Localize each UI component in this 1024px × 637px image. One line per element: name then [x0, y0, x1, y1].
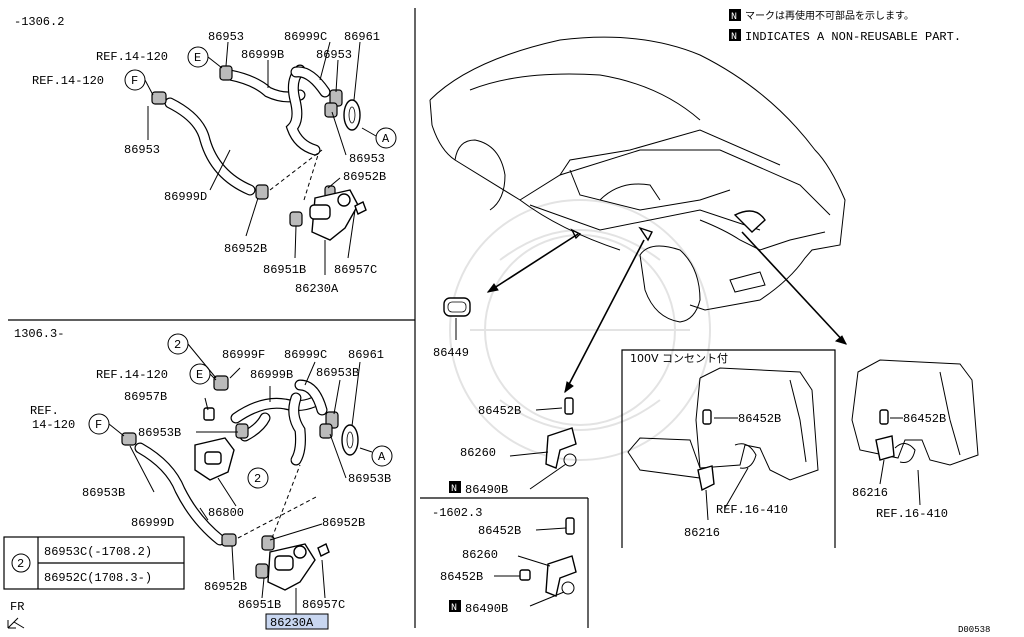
valve-86230a-bottom	[255, 543, 330, 591]
label-p86999d: 86999D	[131, 516, 174, 530]
label-p86957b: 86957B	[124, 390, 167, 404]
label-p86961: 86961	[344, 30, 380, 44]
legend-row-1: 86953C(-1708.2)	[44, 545, 152, 559]
label-p86490b_a: 86490B	[465, 483, 508, 497]
label-p86452b_b: 86452B	[478, 524, 521, 538]
label-ref16_b: REF.16-410	[876, 507, 948, 521]
valve-86800	[194, 407, 235, 481]
unit-standard: 86452B 86216 REF.16-410	[851, 359, 979, 521]
label-p86452b_e: 86452B	[903, 412, 946, 426]
section-header-bottom: 1306.3-	[14, 327, 64, 341]
section-bottom-left: 1306.3-	[7, 327, 393, 630]
label-p86953_a: 86953	[208, 30, 244, 44]
label-p86952b_a: 86952B	[343, 170, 386, 184]
label-p86230a: 86230A	[270, 616, 314, 630]
diagram-code: D00538	[958, 625, 990, 635]
label-ref_f: REF.14-120	[32, 74, 104, 88]
grommet-86961	[343, 99, 361, 131]
label-marker: N	[451, 484, 457, 495]
label-marker: N	[451, 603, 457, 614]
label-p86260_b: 86260	[462, 548, 498, 562]
fr-arrow-icon	[7, 617, 25, 629]
legend-row-2: 86952C(1708.3-)	[44, 571, 152, 585]
label-a: A	[378, 450, 386, 464]
label-p86952b_a: 86952B	[322, 516, 365, 530]
bracket-group-lower: -1602.3 86452B 86260 86452B N 86490B	[432, 506, 577, 616]
label-circ2_b: 2	[254, 472, 261, 486]
label-p86230a: 86230A	[295, 282, 339, 296]
clamp-86952b-a	[255, 184, 269, 200]
watermark	[449, 199, 711, 461]
label-e: E	[196, 368, 203, 382]
label-p86957c: 86957C	[334, 263, 377, 277]
ref-circle-a-bottom	[371, 445, 393, 467]
label-inset_header: -1602.3	[432, 506, 482, 520]
label-p86953_d: 86953	[124, 143, 160, 157]
valve-86230a	[289, 189, 367, 241]
label-p86951b: 86951B	[263, 263, 306, 277]
pointer-arrows	[486, 231, 847, 394]
label-ref_e: REF.14-120	[96, 50, 168, 64]
label-p86800: 86800	[208, 506, 244, 520]
label-p86957c: 86957C	[302, 598, 345, 612]
label-a: A	[382, 132, 390, 146]
label-marker: N	[731, 32, 737, 43]
label-p86953_b: 86953	[316, 48, 352, 62]
car-illustration	[429, 36, 846, 323]
unit-100v: 100V コンセント付 86452B 86216 REF.16-410	[627, 352, 819, 540]
label-p86452b_d: 86452B	[738, 412, 781, 426]
label-p86999c: 86999C	[284, 348, 327, 362]
note-english: INDICATES A NON-REUSABLE PART.	[745, 30, 961, 44]
label-ref_e: REF.14-120	[96, 368, 168, 382]
label-p86953b_c: 86953B	[348, 472, 391, 486]
clamp-86953-f	[151, 91, 167, 105]
label-p86260_a: 86260	[460, 446, 496, 460]
label-ref16_a: REF.16-410	[716, 503, 788, 517]
clamp-86953-lower	[324, 102, 338, 118]
label-p86452b_a: 86452B	[478, 404, 521, 418]
label-p86452b_c: 86452B	[440, 570, 483, 584]
label-f: F	[95, 418, 102, 432]
label-number: 2	[17, 557, 24, 571]
label-p86449: 86449	[433, 346, 469, 360]
label-f: F	[131, 74, 138, 88]
label-p86999f: 86999F	[222, 348, 265, 362]
label-p86216_a: 86216	[684, 526, 720, 540]
section-frames	[8, 8, 836, 628]
bracket-group-upper: 86452B 86260 N 86490B	[449, 397, 577, 497]
label-box_header: 100V コンセント付	[630, 352, 728, 365]
label-p86999d: 86999D	[164, 190, 207, 204]
label-p86952b_b: 86952B	[224, 242, 267, 256]
label-p86953b_d: 86953B	[82, 486, 125, 500]
label-p86951b: 86951B	[238, 598, 281, 612]
label-e: E	[194, 51, 201, 65]
label-ref_f_2: 14-120	[32, 418, 75, 432]
label-p86216_b: 86216	[852, 486, 888, 500]
label-p86952b_b: 86952B	[204, 580, 247, 594]
label-ref_f_1: REF.	[30, 404, 59, 418]
label-p86953_c: 86953	[349, 152, 385, 166]
highlight-86230a	[265, 613, 329, 630]
part-86449: 86449	[433, 297, 471, 360]
label-circ2_a: 2	[174, 338, 181, 352]
label-marker: N	[731, 12, 737, 23]
legend-table: 2 86953C(-1708.2) 86952C(1708.3-)	[3, 536, 185, 590]
notes: N マークは再使用不可部品を示します。 N INDICATES A NON-RE…	[729, 9, 961, 44]
note-japanese: マークは再使用不可部品を示します。	[745, 9, 914, 22]
section-top-left: -1306.2 E F A	[14, 15, 397, 296]
label-p86999b: 86999B	[250, 368, 293, 382]
label-p86953b_a: 86953B	[316, 366, 359, 380]
label-p86953b_b: 86953B	[138, 426, 181, 440]
label-p86999c: 86999C	[284, 30, 327, 44]
label-p86490b_b: 86490B	[465, 602, 508, 616]
callout-circle-2-b	[247, 467, 269, 489]
fr-label: FR	[10, 600, 24, 614]
label-p86999b: 86999B	[241, 48, 284, 62]
label-p86961: 86961	[348, 348, 384, 362]
section-header-top: -1306.2	[14, 15, 64, 29]
ref-circle-a-top	[375, 127, 397, 149]
